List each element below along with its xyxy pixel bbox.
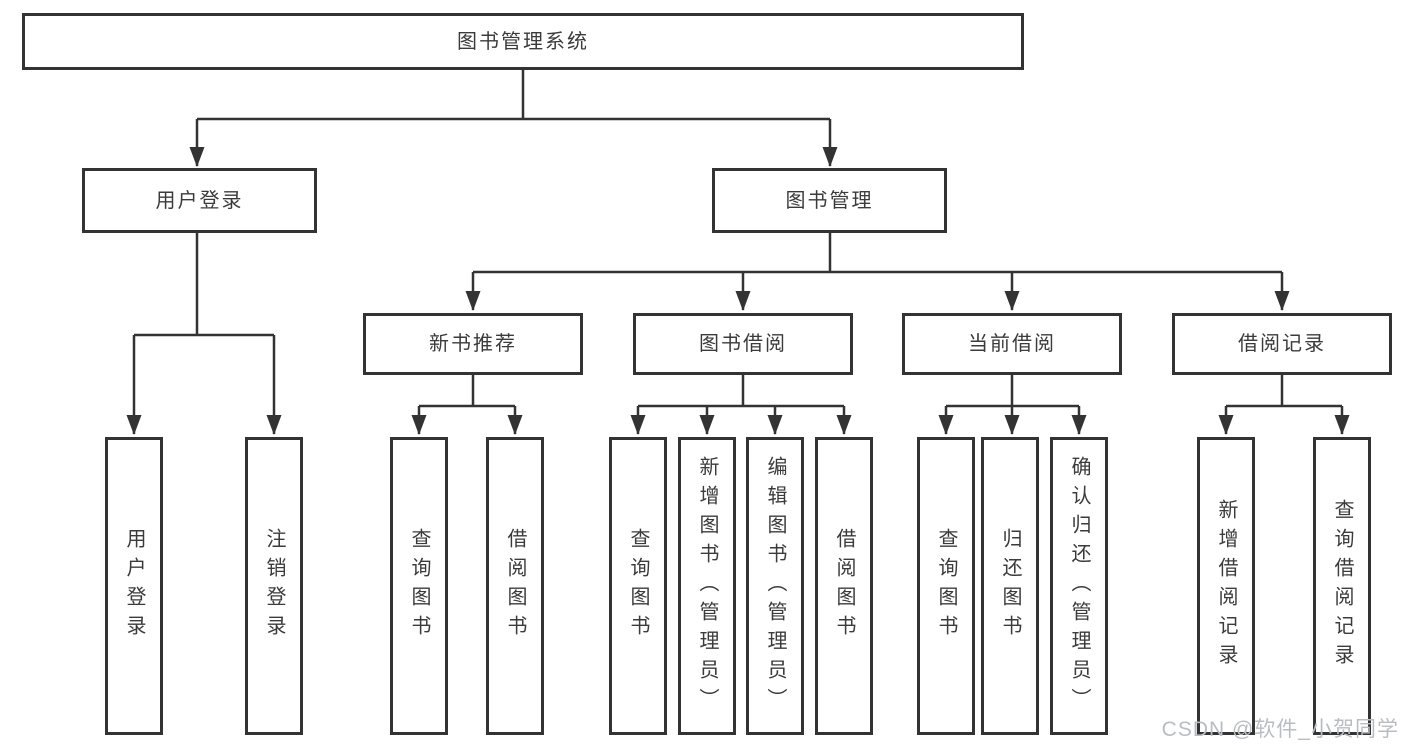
node-user-login: 用户登录 xyxy=(82,168,317,233)
node-book-management: 图书管理 xyxy=(712,168,947,233)
leaf-logout: 注销登录 xyxy=(245,437,303,735)
node-current-borrow: 当前借阅 xyxy=(902,313,1122,375)
leaf-recommend-query-book: 查询图书 xyxy=(390,437,448,735)
node-new-book-recommend: 新书推荐 xyxy=(363,313,583,375)
leaf-add-book-admin: 新增图书（管理员） xyxy=(678,437,736,735)
leaf-borrow-borrow-book: 借阅图书 xyxy=(815,437,873,735)
leaf-borrow-query-book: 查询图书 xyxy=(609,437,667,735)
leaf-recommend-borrow-book: 借阅图书 xyxy=(486,437,544,735)
leaf-confirm-return-admin: 确认归还（管理员） xyxy=(1050,437,1108,735)
node-book-borrow: 图书借阅 xyxy=(633,313,853,375)
node-root: 图书管理系统 xyxy=(22,13,1024,70)
watermark: CSDN @软件_小贺同学 xyxy=(1161,718,1399,741)
leaf-edit-book-admin: 编辑图书（管理员） xyxy=(746,437,804,735)
node-borrow-records: 借阅记录 xyxy=(1172,313,1392,375)
leaf-add-borrow-record: 新增借阅记录 xyxy=(1197,437,1255,735)
leaf-current-query-book: 查询图书 xyxy=(917,437,975,735)
leaf-return-book: 归还图书 xyxy=(981,437,1039,735)
leaf-query-borrow-record: 查询借阅记录 xyxy=(1313,437,1371,735)
leaf-user-login: 用户登录 xyxy=(105,437,163,735)
